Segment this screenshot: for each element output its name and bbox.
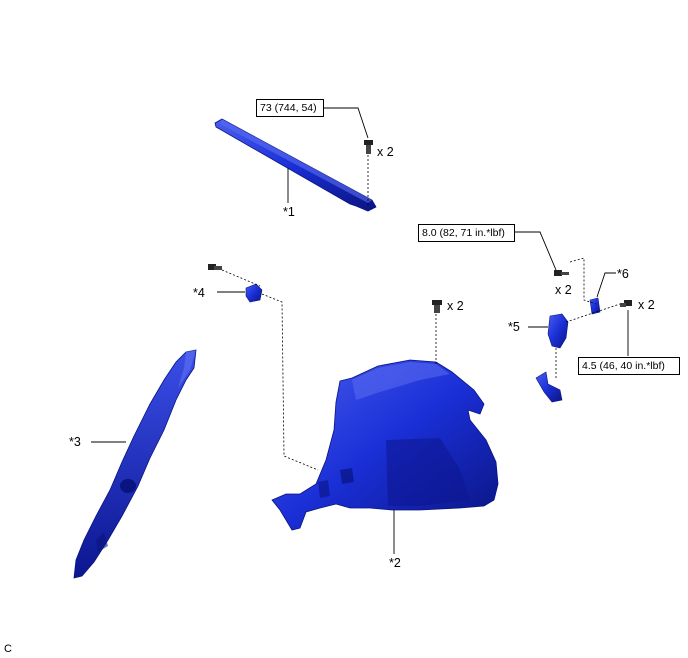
part-2-panel bbox=[271, 359, 499, 531]
part-4-clip bbox=[245, 283, 263, 303]
dashed-lines bbox=[221, 155, 621, 471]
quantity-label-1: x 2 bbox=[377, 145, 394, 159]
callout-part-6: *6 bbox=[617, 267, 629, 281]
bolt-icon-1 bbox=[364, 140, 373, 154]
quantity-label-2: x 2 bbox=[447, 299, 464, 313]
torque-spec-3: 4.5 (46, 40 in.*lbf) bbox=[578, 357, 680, 375]
bolt-icon-6 bbox=[620, 300, 632, 307]
quantity-label-3: x 2 bbox=[555, 283, 572, 297]
leader-lines bbox=[91, 107, 629, 554]
bolt-icon-4 bbox=[208, 264, 222, 270]
callout-part-4: *4 bbox=[193, 286, 205, 300]
part-6-clip bbox=[589, 297, 601, 315]
part-5-bracket bbox=[547, 313, 569, 349]
part-3-pillar bbox=[73, 349, 197, 579]
part-5-lower-clip bbox=[535, 371, 563, 403]
callout-part-3: *3 bbox=[69, 435, 81, 449]
bolt-icon-2 bbox=[432, 300, 442, 313]
figure-code: C bbox=[4, 643, 12, 655]
callout-part-1: *1 bbox=[283, 205, 295, 219]
quantity-label-4: x 2 bbox=[638, 298, 655, 312]
bolt-icon-5 bbox=[554, 270, 569, 276]
callout-part-2: *2 bbox=[389, 556, 401, 570]
torque-spec-1: 73 (744, 54) bbox=[256, 99, 324, 117]
part-1-bar bbox=[214, 118, 377, 212]
callout-part-5: *5 bbox=[508, 320, 520, 334]
torque-spec-2: 8.0 (82, 71 in.*lbf) bbox=[418, 224, 515, 242]
